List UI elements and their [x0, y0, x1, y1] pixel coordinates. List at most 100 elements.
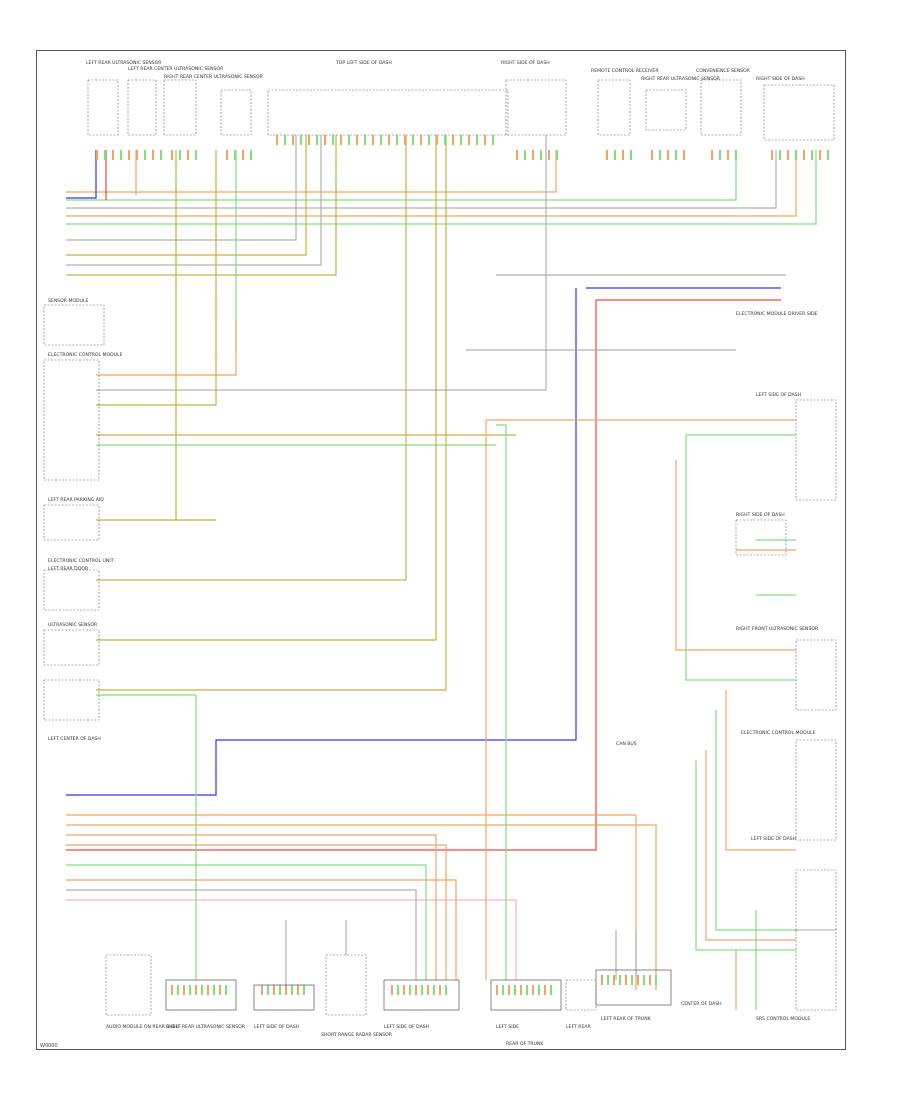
- pin-stub-93: [403, 985, 405, 995]
- pin-stub-55: [630, 150, 632, 160]
- top-label-2: RIGHT REAR CENTER ULTRASONIC SENSOR: [164, 74, 264, 80]
- left-module-3: ELECTRONIC CONTROL UNIT: [48, 558, 114, 564]
- pin-stub-37: [428, 135, 430, 145]
- pin-stub-114: [619, 975, 621, 985]
- wire-50: [695, 760, 796, 951]
- pin-stub-101: [496, 985, 498, 995]
- pin-stub-67: [787, 150, 789, 160]
- pin-stub-33: [396, 135, 398, 145]
- wire-22: [96, 150, 217, 406]
- top-connectors: [87, 79, 835, 141]
- left-module-2: LEFT REAR PARKING AID: [48, 497, 104, 503]
- wire-49: [705, 750, 796, 941]
- pin-stub-22: [308, 135, 310, 145]
- pin-stub-6: [136, 150, 138, 160]
- pin-stub-100: [445, 985, 447, 995]
- diagram-border: [36, 50, 846, 1050]
- page-code: W0000: [40, 1043, 58, 1049]
- pin-stub-31: [380, 135, 382, 145]
- right-module-6: SRS CONTROL MODULE: [756, 1016, 810, 1022]
- pin-stub-117: [637, 975, 639, 985]
- pin-stub-34: [404, 135, 406, 145]
- pin-stub-88: [291, 985, 293, 995]
- pin-stub-45: [492, 135, 494, 145]
- bottom-label-0: AUDIO MODULE ON REAR SHELF: [106, 1024, 181, 1030]
- pin-stub-94: [409, 985, 411, 995]
- pin-stub-11: [179, 150, 181, 160]
- wire-6: [66, 135, 307, 256]
- pin-stub-3: [120, 150, 122, 160]
- wire-2: [66, 150, 777, 209]
- wire-7: [66, 135, 322, 266]
- wire-18: [66, 300, 597, 851]
- pin-stub-85: [273, 985, 275, 995]
- wire-42: [685, 435, 796, 681]
- pin-stub-99: [439, 985, 441, 995]
- pin-stub-92: [397, 985, 399, 995]
- pin-stub-105: [520, 985, 522, 995]
- right-module-5: LEFT SIDE OF DASH: [751, 836, 796, 842]
- pin-stub-61: [711, 150, 713, 160]
- bottom-label-1: RIGHT REAR ULTRASONIC SENSOR: [166, 1024, 246, 1030]
- left-module-0: SENSOR MODULE: [48, 298, 88, 304]
- top-label-1: LEFT REAR CENTER ULTRASONIC SENSOR: [128, 66, 224, 72]
- bottom-label-5: LEFT SIDE: [496, 1024, 519, 1030]
- pin-stub-118: [643, 975, 645, 985]
- wire-33: [66, 844, 447, 980]
- pin-stub-106: [526, 985, 528, 995]
- top-label-0: LEFT REAR ULTRASONIC SENSOR: [86, 60, 162, 66]
- pin-stub-80: [213, 985, 215, 995]
- wire-0: [66, 150, 557, 193]
- pin-stub-51: [556, 150, 558, 160]
- pin-stub-111: [601, 975, 603, 985]
- pin-stub-12: [187, 150, 189, 160]
- pin-stub-82: [225, 985, 227, 995]
- left-module-5: ULTRASONIC SENSOR: [48, 622, 98, 628]
- bottom-label-6: LEFT REAR: [566, 1024, 592, 1030]
- top-label-7: CONVENIENCE SENSOR: [696, 68, 751, 74]
- wire-26: [96, 135, 407, 581]
- left-module-6: LEFT CENTER OF DASH: [48, 736, 101, 742]
- wire-28: [96, 135, 447, 691]
- pin-stub-35: [412, 135, 414, 145]
- pin-stub-86: [279, 985, 281, 995]
- pin-stub-115: [625, 975, 627, 985]
- pin-stub-77: [195, 985, 197, 995]
- pin-stub-39: [444, 135, 446, 145]
- pin-stub-25: [332, 135, 334, 145]
- pin-stub-14: [226, 150, 228, 160]
- wire-34: [66, 864, 427, 980]
- pin-stub-84: [267, 985, 269, 995]
- left-modules: [43, 304, 105, 721]
- pin-stub-1: [104, 150, 106, 160]
- pin-stub-15: [234, 150, 236, 160]
- wire-3: [66, 150, 797, 217]
- pin-stub-95: [415, 985, 417, 995]
- right-module-0: ELECTRONIC MODULE DRIVER SIDE: [736, 311, 818, 317]
- wiring-diagram-frame: LEFT REAR ULTRASONIC SENSOR LEFT REAR CE…: [36, 50, 846, 1050]
- pin-stub-59: [675, 150, 677, 160]
- pin-stub-64: [735, 150, 737, 160]
- pin-stub-98: [433, 985, 435, 995]
- pin-stub-73: [171, 985, 173, 995]
- pin-stub-74: [177, 985, 179, 995]
- wire-layer: [66, 135, 829, 1010]
- wire-9: [66, 150, 97, 199]
- pin-stub-71: [819, 150, 821, 160]
- pin-stub-8: [152, 150, 154, 160]
- top-label-3: TOP LEFT SIDE OF DASH: [335, 60, 392, 66]
- pin-stub-62: [719, 150, 721, 160]
- wire-29: [96, 694, 197, 980]
- wire-37: [66, 899, 517, 980]
- pin-stub-43: [476, 135, 478, 145]
- pin-stub-65: [771, 150, 773, 160]
- bottom-label-7: LEFT REAR OF TRUNK: [601, 1016, 652, 1022]
- pin-stub-24: [324, 135, 326, 145]
- pin-stub-69: [803, 150, 805, 160]
- pin-stub-16: [242, 150, 244, 160]
- pin-stub-60: [683, 150, 685, 160]
- pin-stub-112: [607, 975, 609, 985]
- wire-48: [715, 710, 796, 931]
- pin-stub-90: [303, 985, 305, 995]
- pin-stub-83: [261, 985, 263, 995]
